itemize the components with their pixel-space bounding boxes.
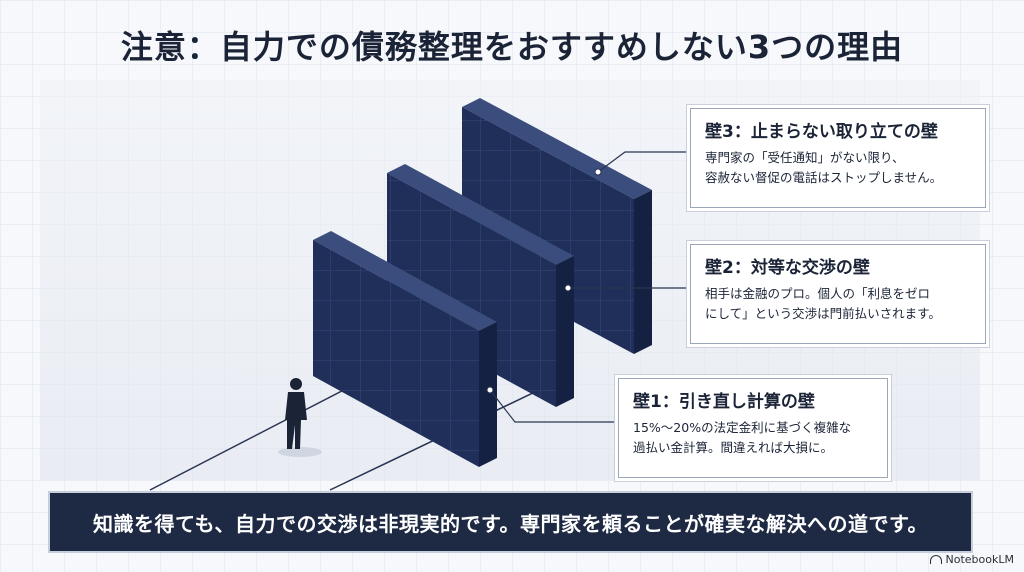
brand-watermark: NotebookLM: [929, 553, 1014, 566]
callout-wall-2: 壁2：対等な交渉の壁 相手は金融のプロ。個人の「利息をゼロ にして」という交渉は…: [690, 244, 986, 344]
callout-body: 専門家の「受任通知」がない限り、 容赦ない督促の電話はストップしません。: [705, 150, 943, 185]
businessman-figure: [278, 378, 322, 457]
callout-wall-1: 壁1：引き直し計算の壁 15%〜20%の法定金利に基づく複雑な 過払い金計算。間…: [618, 378, 888, 478]
callout-title: 壁3：止まらない取り立ての壁: [705, 122, 938, 142]
callout-body: 相手は金融のプロ。個人の「利息をゼロ にして」という交渉は門前払いされます。: [705, 286, 941, 321]
wall-2: [387, 164, 574, 407]
connector-wall-3: [597, 151, 687, 173]
callout-wall-3: 壁3：止まらない取り立ての壁 専門家の「受任通知」がない限り、 容赦ない督促の電…: [690, 108, 986, 208]
brand-label: NotebookLM: [945, 553, 1014, 566]
banner-text: 知識を得ても、自力での交渉は非現実的です。専門家を頼ることが確実な解決への道です…: [93, 511, 928, 536]
wall-3: [462, 98, 652, 354]
callout-title: 壁1：引き直し計算の壁: [633, 392, 815, 412]
callout-body: 15%〜20%の法定金利に基づく複雑な 過払い金計算。間違えれば大損に。: [633, 420, 852, 455]
connector-wall-1: [489, 389, 615, 423]
callout-title: 壁2：対等な交渉の壁: [705, 258, 870, 278]
conclusion-banner: 知識を得ても、自力での交渉は非現実的です。専門家を頼ることが確実な解決への道です…: [48, 491, 973, 553]
page-title: 注意：自力での債務整理をおすすめしない3つの理由: [120, 28, 904, 66]
brand-logo-icon: [929, 555, 942, 564]
wall-1: [313, 231, 497, 467]
